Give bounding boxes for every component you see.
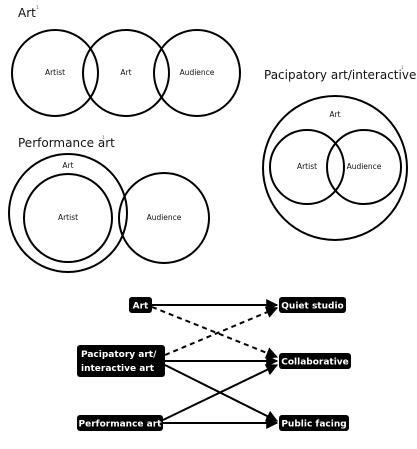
- target-collaborative-label: Collaborative: [281, 358, 349, 368]
- target-collaborative-pill: [279, 353, 351, 369]
- participatory-label-art: Art: [329, 110, 340, 119]
- source-performance-label: Performance art: [79, 420, 163, 430]
- target-quiet-studio-pill: [279, 297, 346, 313]
- participatory-label-audience: Audience: [347, 162, 382, 171]
- arrow-participatory-quiet-studio: [164, 306, 279, 356]
- source-performance-pill: [77, 415, 163, 431]
- venn-art-label-artist: Artist: [45, 68, 65, 77]
- source-performance: Performance art: [77, 415, 163, 431]
- source-art: Art: [129, 297, 152, 313]
- participatory-label-artist: Artist: [297, 162, 317, 171]
- target-quiet-studio-label: Quiet studio: [281, 302, 343, 312]
- target-quiet-studio: Quiet studio: [279, 297, 346, 313]
- art-outer-circle: [262, 95, 408, 241]
- performance-label-art: Art: [62, 161, 73, 170]
- venn-art-label-art: Art: [120, 68, 131, 77]
- target-public-facing-label: Public facing: [281, 420, 346, 430]
- art-circle: [82, 29, 170, 117]
- artist-inner-circle: [23, 173, 113, 263]
- source-art-pill: [129, 297, 152, 313]
- artist-circle: [11, 29, 99, 117]
- venn-art: Art 1 Artist Art Audience: [11, 5, 241, 117]
- venn-art-label-audience: Audience: [180, 68, 215, 77]
- venn-art-title: Art: [18, 6, 36, 20]
- venn-participatory-title-sup: 1: [401, 65, 404, 71]
- venn-participatory: Pacipatory art/interactive art 1 Art Art…: [262, 65, 417, 241]
- source-participatory-pill: [77, 345, 165, 377]
- source-art-label: Art: [133, 302, 149, 312]
- source-participatory-label-line1: Pacipatory art/: [81, 350, 157, 360]
- target-collaborative: Collaborative: [279, 353, 351, 369]
- audience-circle: [153, 29, 241, 117]
- venn-art-title-sup: 1: [36, 5, 39, 11]
- target-public-facing: Public facing: [279, 415, 349, 431]
- performance-label-audience: Audience: [147, 213, 182, 222]
- source-participatory: Pacipatory art/ interactive art: [77, 345, 165, 377]
- venn-performance-title-sup: 1: [102, 135, 105, 141]
- audience-circle: [118, 172, 210, 264]
- source-participatory-label-line2: interactive art: [81, 364, 155, 374]
- venn-performance: Performance art 1 Art Artist Audience: [8, 135, 210, 273]
- venn-performance-title: Performance art: [18, 136, 115, 150]
- art-outer-circle: [8, 153, 128, 273]
- target-public-facing-pill: [279, 415, 349, 431]
- arrow-performance-collaborative: [162, 364, 279, 421]
- performance-label-artist: Artist: [58, 213, 78, 222]
- audience-circle: [326, 129, 402, 205]
- flow-arrows: [151, 299, 279, 429]
- artist-circle: [269, 129, 345, 205]
- arrow-art-collaborative: [151, 306, 279, 359]
- venn-participatory-title: Pacipatory art/interactive art: [264, 68, 417, 82]
